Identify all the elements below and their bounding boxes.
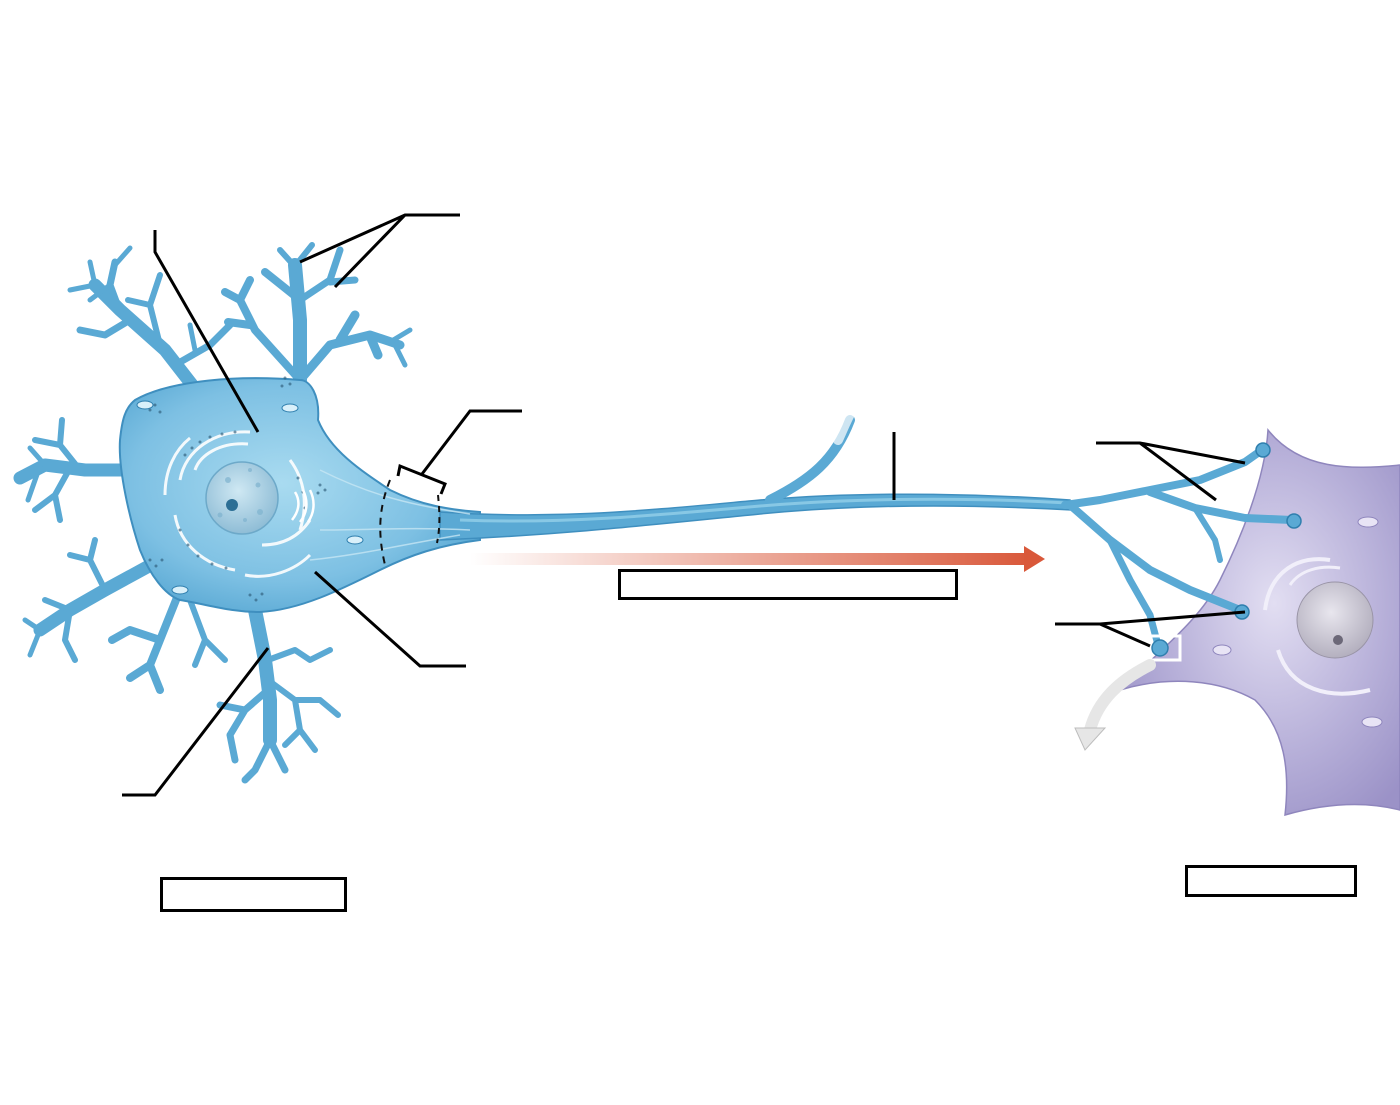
zoom-arrowhead — [1075, 728, 1105, 750]
synaptic-terminal — [1287, 514, 1301, 528]
postsynaptic-mitochondrion — [1213, 645, 1231, 655]
axon-hillock-bracket — [398, 466, 445, 494]
postsynaptic-nucleolus — [1333, 635, 1343, 645]
mitochondrion — [282, 404, 298, 412]
postsynaptic-nucleus — [1297, 582, 1373, 658]
answer-box-signal-direction[interactable] — [618, 569, 958, 600]
synaptic-terminal — [1256, 443, 1270, 457]
nucleolus — [226, 499, 238, 511]
nucleus — [206, 462, 278, 534]
leader-line-dendrites — [300, 215, 460, 287]
mitochondrion — [347, 536, 363, 544]
signal-arrow-shaft — [470, 553, 1030, 565]
leader-line-axon-hillock — [422, 411, 522, 474]
mitochondrion — [172, 586, 188, 594]
postsynaptic-mitochondrion — [1362, 717, 1382, 727]
axon — [440, 400, 1072, 540]
cell-body — [120, 378, 480, 612]
answer-box-postsynaptic-cell[interactable] — [1185, 865, 1357, 897]
postsynaptic-mitochondrion — [1358, 517, 1378, 527]
signal-arrowhead — [1024, 546, 1045, 572]
synaptic-terminal — [1152, 640, 1168, 656]
answer-box-presynaptic-cell[interactable] — [160, 877, 347, 912]
mitochondrion — [137, 401, 153, 409]
zoom-curved-arrow — [1090, 665, 1150, 730]
